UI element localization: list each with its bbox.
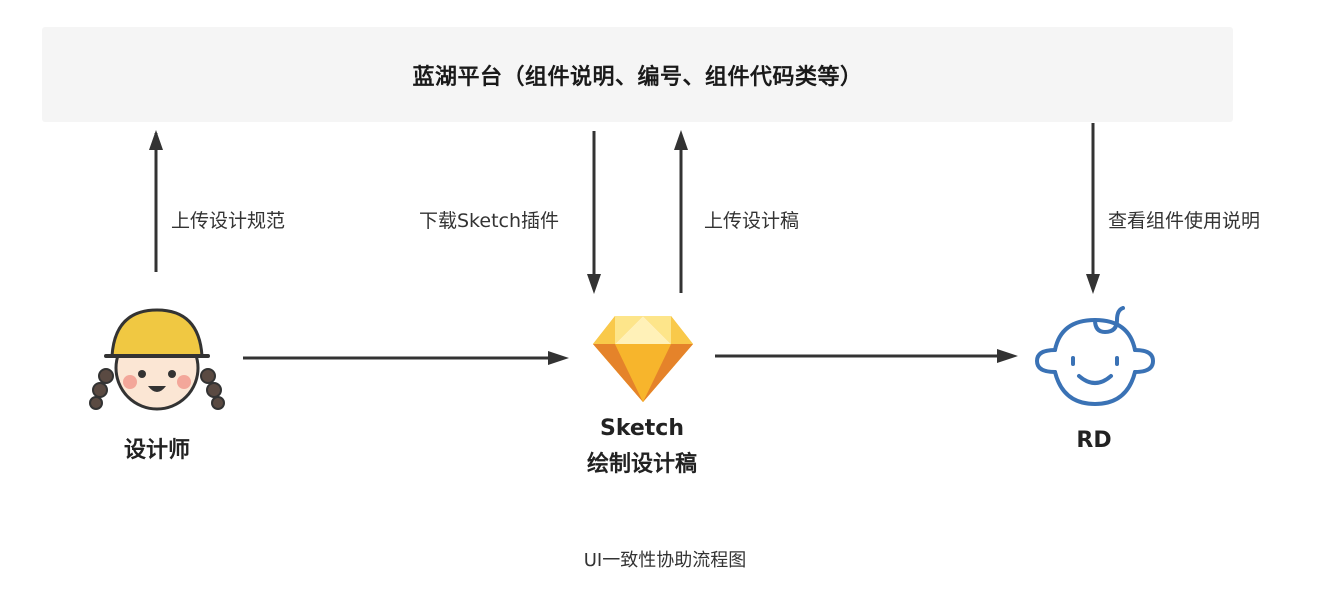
node-label-rd: RD: [1076, 428, 1112, 453]
arrowhead-sketch-to-rd: [997, 349, 1018, 363]
diagram-caption: UI一致性协助流程图: [583, 550, 747, 571]
node-label-sketch-line1: Sketch: [599, 416, 685, 441]
arrowhead-platform-to-sketch: [587, 274, 601, 294]
arrowhead-platform-to-rd: [1086, 274, 1100, 294]
edge-label-view-usage: 查看组件使用说明: [1108, 210, 1261, 232]
node-label-sketch-line2: 绘制设计稿: [586, 452, 697, 477]
edge-label-upload-spec: 上传设计规范: [171, 210, 286, 232]
girl-avatar-icon: [89, 308, 225, 411]
sketch-diamond-icon: [593, 316, 693, 402]
platform-title: 蓝湖平台（组件说明、编号、组件代码类等）: [412, 64, 863, 90]
baby-face-icon: [1035, 306, 1155, 406]
arrowhead-sketch-to-platform: [674, 130, 688, 150]
edge-label-download-plugin: 下载Sketch插件: [419, 210, 560, 232]
arrowhead-designer-to-platform: [149, 130, 163, 150]
edge-label-upload-draft: 上传设计稿: [704, 210, 800, 232]
node-label-designer: 设计师: [123, 438, 190, 463]
platform-bar: 蓝湖平台（组件说明、编号、组件代码类等）: [42, 27, 1233, 122]
arrowhead-designer-to-sketch: [548, 351, 569, 365]
